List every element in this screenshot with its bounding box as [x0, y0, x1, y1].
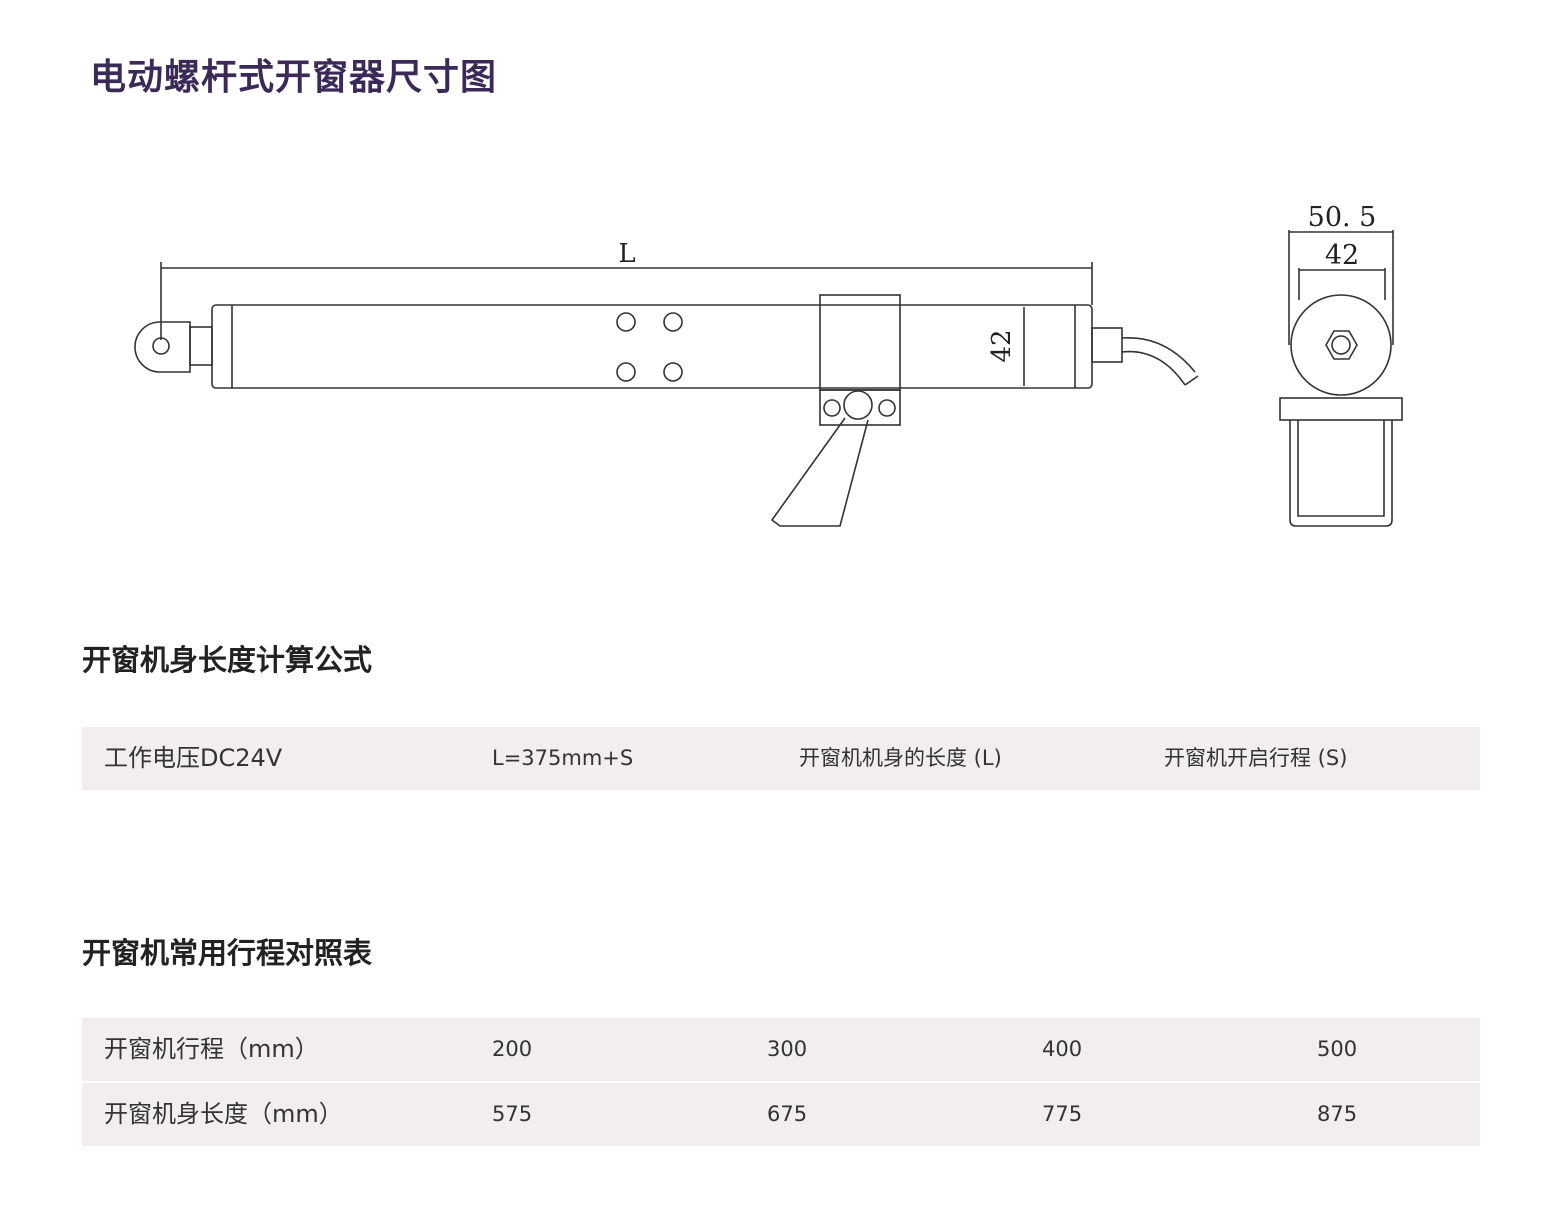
dim-label-L: L: [618, 239, 635, 269]
rod-eye: [134, 321, 191, 373]
u-bracket: [1289, 420, 1393, 527]
formula-cell: L=375mm+S: [492, 746, 634, 770]
table-cell: 200: [492, 1037, 533, 1061]
table-cell: 775: [1042, 1102, 1083, 1126]
table-cell: 675: [767, 1102, 808, 1126]
table-cell: 500: [1317, 1037, 1358, 1061]
formula-cell: 工作电压DC24V: [104, 744, 283, 772]
formula-row: 工作电压DC24V L=375mm+S 开窗机机身的长度 (L) 开窗机开启行程…: [82, 727, 1480, 790]
table-cell: 300: [767, 1037, 808, 1061]
dim-label-50-5: 50. 5: [1308, 202, 1377, 233]
window-arm: [770, 417, 869, 527]
table-cell: 400: [1042, 1037, 1083, 1061]
table-heading: 开窗机常用行程对照表: [82, 936, 373, 970]
bracket: [819, 294, 901, 391]
row-label: 开窗机行程（mm）: [104, 1035, 319, 1063]
screws: [616, 312, 683, 382]
dim-label-42-end: 42: [1325, 240, 1359, 271]
formula-cell: 开窗机开启行程 (S): [1164, 746, 1348, 770]
formula-cell: 开窗机机身的长度 (L): [799, 746, 1002, 770]
end-view-body: [1290, 294, 1392, 396]
row-label: 开窗机身长度（mm）: [104, 1100, 343, 1128]
dimension-drawing: L 42 50. 5 42: [134, 202, 1403, 527]
table-cell: 875: [1317, 1102, 1358, 1126]
dim-label-42-side: 42: [987, 329, 1017, 362]
table-cell: 575: [492, 1102, 533, 1126]
page-title: 电动螺杆式开窗器尺寸图: [90, 57, 498, 98]
table-row: 开窗机行程（mm） 200 300 400 500: [82, 1018, 1480, 1081]
formula-heading: 开窗机身长度计算公式: [82, 643, 373, 677]
table-row: 开窗机身长度（mm） 575 675 775 875: [82, 1083, 1480, 1146]
actuator-body: [211, 304, 1093, 389]
